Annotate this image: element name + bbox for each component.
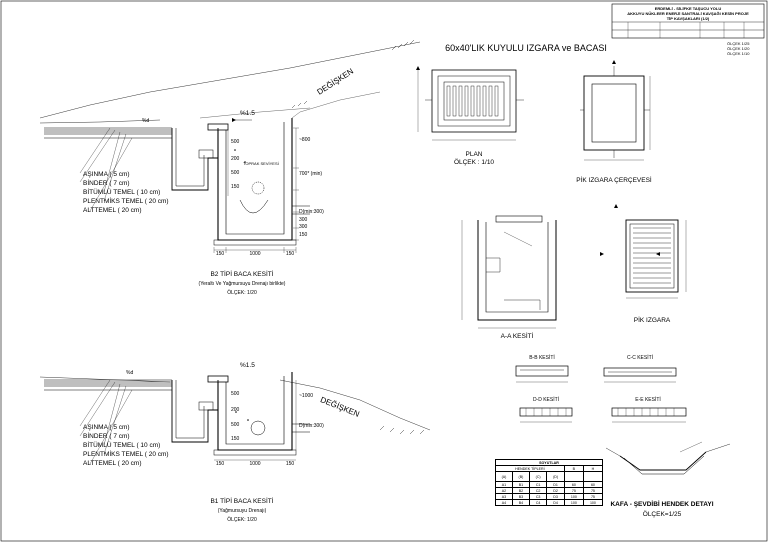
dim-b2-v1: 500 xyxy=(231,139,240,145)
b2-subtitle: (Yeraltı Ve Yağmursuyu Drenajı birlikte) xyxy=(198,281,286,287)
dim-b1-1000: ~1000 xyxy=(299,393,314,399)
b2-title: B2 TİPİ BACA KESİTİ xyxy=(210,271,274,278)
layer-alttemel: ALTTEMEL ( 20 cm) xyxy=(83,207,142,214)
dim-b2-h3: 150 xyxy=(285,251,295,257)
cell: C4 xyxy=(528,499,548,506)
cell: B4 xyxy=(511,499,530,506)
dim-b1-h3: 150 xyxy=(285,461,295,467)
layer-asinma-b1: AŞINMA ( 5 cm) xyxy=(83,424,130,431)
cell: A4 xyxy=(495,499,513,506)
soyutlar-sub: (B) xyxy=(511,471,530,482)
layer-bitumlu-b1: BİTÜMLÜ TEMEL ( 10 cm) xyxy=(83,442,161,449)
dim-b1-v4: 150 xyxy=(231,436,240,442)
grate-label: PİK IZGARA xyxy=(633,317,671,324)
plan-label: PLAN xyxy=(465,151,483,158)
dim-b2-h2: 1000 xyxy=(249,251,261,257)
dim-b2-v7: 150 xyxy=(299,232,308,238)
cell: 100 xyxy=(582,499,604,506)
dim-b1-v2: 200 xyxy=(231,407,240,413)
scale-label-2: ÖLÇEK 1/20 xyxy=(727,46,750,51)
dim-b2-v3: 500 xyxy=(231,170,240,176)
slope-d-label: %d xyxy=(142,118,150,124)
title-line-1: ERDEMLİ - SİLİFKE TAŞUCU YOLU xyxy=(654,6,722,11)
soyutlar-sub xyxy=(563,471,584,482)
cell: D4 xyxy=(546,499,565,506)
layer-bitumlu: BİTÜMLÜ TEMEL ( 10 cm) xyxy=(83,189,161,196)
layer-binder: BİNDER ( 7 cm) xyxy=(83,180,130,187)
dim-b2-700: 700* (min) xyxy=(299,171,323,177)
ditch-title: KAFA - ŞEVDİBİ HENDEK DETAYI xyxy=(610,501,714,508)
slope-d-label-b1: %d xyxy=(126,370,134,376)
layer-asinma: AŞINMA ( 5 cm) xyxy=(83,171,130,178)
slope-label: %1.5 xyxy=(240,110,255,117)
b1-subtitle: (Yağmursuyu Drenajı) xyxy=(217,508,267,514)
soyutlar-sub: (D) xyxy=(546,471,565,482)
layer-binder-b1: BİNDER ( 7 cm) xyxy=(83,433,130,440)
soyutlar-sub: (A) xyxy=(495,471,513,482)
dim-b2-800: ~800 xyxy=(299,137,311,143)
dim-b2-h1: 150 xyxy=(215,251,225,257)
soyutlar-sub xyxy=(582,471,604,482)
layer-plentmiks: PLENTMİKS TEMEL ( 20 cm) xyxy=(83,198,169,205)
ditch-scale: ÖLÇEK=1/25 xyxy=(642,511,682,518)
layer-plentmiks-b1: PLENTMİKS TEMEL ( 20 cm) xyxy=(83,451,169,458)
layer-alttemel-b1: ALTTEMEL ( 20 cm) xyxy=(83,460,142,467)
cell: 100 xyxy=(563,499,584,506)
dim-b2-v2: 200 xyxy=(231,156,240,162)
aa-label: A-A KESİTİ xyxy=(500,333,534,340)
b1-scale: ÖLÇEK: 1/20 xyxy=(227,517,257,523)
b1-title: B1 TİPİ BACA KESİTİ xyxy=(210,498,274,505)
dim-b1-v3: 500 xyxy=(231,422,240,428)
slope-label-b1: %1.5 xyxy=(240,362,255,369)
frame-label: PİK IZGARA ÇERÇEVESİ xyxy=(576,177,652,184)
dim-b1-h1: 150 xyxy=(215,461,225,467)
scale-label-1: ÖLÇEK 1/25 xyxy=(727,41,750,46)
dim-b1-d300: D(min:300) xyxy=(299,423,324,429)
title-line-2: AKKUYU NÜKLEER ENERJİ SANTRALİ KAVŞAĞI K… xyxy=(627,11,749,16)
dim-b2-d300: D(min:300) xyxy=(299,209,324,215)
scale-label-3: ÖLÇEK 1/10 xyxy=(727,51,750,56)
grate-title: 60x40'LIK KUYULU IZGARA ve BACASI xyxy=(445,43,607,53)
plan-scale: ÖLÇEK : 1/10 xyxy=(453,159,495,166)
bb-label: B-B KESİTİ xyxy=(529,355,555,361)
ee-label: E-E KESİTİ xyxy=(635,397,661,403)
soyutlar-sub: (C) xyxy=(528,471,548,482)
title-line-3: TİP KAVŞAKLARI (1/2) xyxy=(666,16,710,21)
toprak-label: TOPRAK SEVİYESİ xyxy=(243,161,279,166)
dim-b2-v5: 300 xyxy=(299,217,308,223)
dim-b2-v4: 150 xyxy=(231,184,240,190)
dim-b2-v6: 300 xyxy=(299,224,308,230)
b2-scale: ÖLÇEK: 1/20 xyxy=(227,290,257,296)
dim-b1-h2: 1000 xyxy=(249,461,261,467)
dd-label: D-D KESİTİ xyxy=(532,397,560,403)
cc-label: C-C KESİTİ xyxy=(626,355,654,361)
dim-b1-v1: 500 xyxy=(231,391,240,397)
